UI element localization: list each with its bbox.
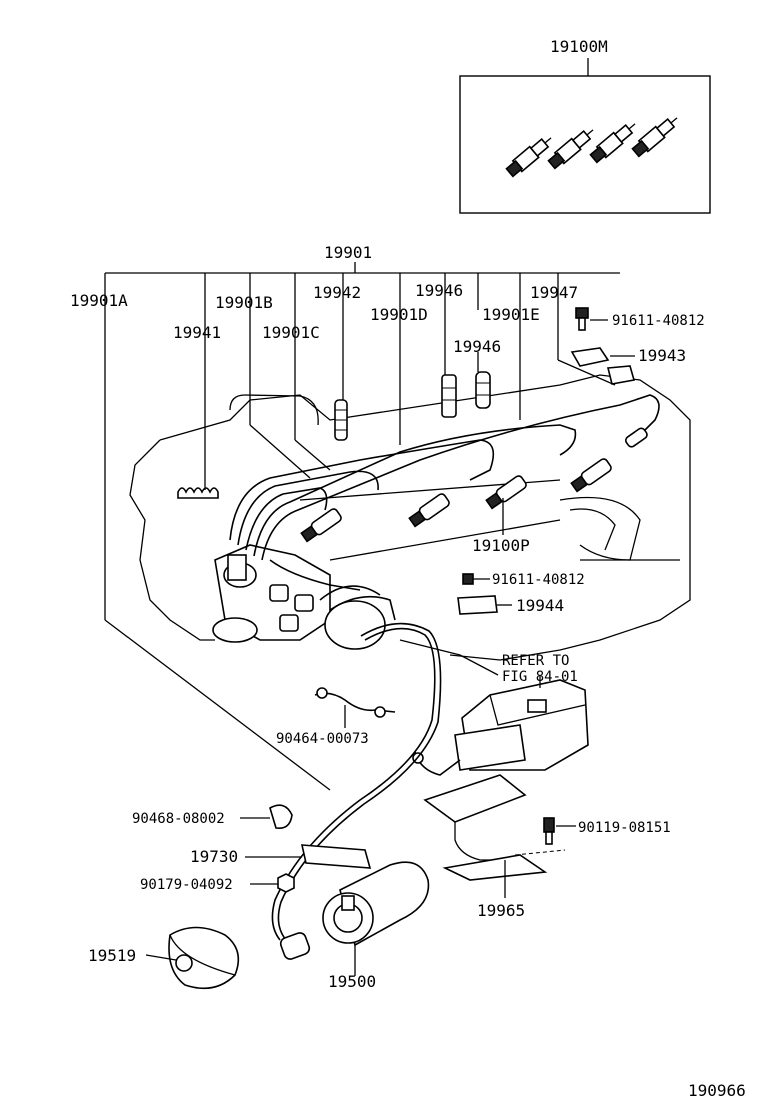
clamp-19946-a-part xyxy=(441,374,457,418)
plug-boot-5 xyxy=(624,427,648,448)
label-figure-number: 190966 xyxy=(688,1081,746,1100)
kit-spark-plug-1 xyxy=(505,137,552,178)
ignition-coil xyxy=(322,861,430,970)
label-wire-b: 19901B xyxy=(215,293,273,312)
clamp-19941-part xyxy=(177,487,219,499)
clamp-19942-part xyxy=(334,399,348,441)
label-plug: 19100P xyxy=(472,536,530,555)
label-wire-set: 19901 xyxy=(324,243,372,262)
callout-lines-bottom xyxy=(354,860,506,976)
refer-leader xyxy=(399,639,499,676)
callout-lines-top xyxy=(104,262,635,791)
label-clamp-19942: 19942 xyxy=(313,283,361,302)
label-bracket-19730: 19730 xyxy=(190,847,238,866)
label-bolt-upper: 91611-40812 xyxy=(612,313,705,329)
label-wire-90464: 90464-00073 xyxy=(276,731,369,747)
label-refer-line2: FIG 84-01 xyxy=(502,669,578,685)
label-wire-d: 19901D xyxy=(370,305,428,324)
nut-90179-part xyxy=(250,873,295,893)
spark-plug-kit-box: 19100M xyxy=(459,37,711,214)
plug-boot-3 xyxy=(485,475,527,510)
kit-spark-plug-2 xyxy=(547,129,594,170)
label-wire-c: 19901C xyxy=(262,323,320,342)
plug-boot-1 xyxy=(300,508,342,543)
igniter-bracket xyxy=(423,774,566,881)
coil-high-tension-wire xyxy=(271,622,442,960)
label-bolt-90119: 90119-08151 xyxy=(578,820,671,836)
label-nut-90179: 90179-04092 xyxy=(140,877,233,893)
label-clamp-19947: 19947 xyxy=(530,283,578,302)
labels: 19901 19901A 19901B 19942 19946 19947 19… xyxy=(70,243,746,1100)
kit-spark-plug-3 xyxy=(589,123,636,164)
label-coil-19500: 19500 xyxy=(328,972,376,991)
label-refer-line1: REFER TO xyxy=(502,653,569,669)
clip-90468-part xyxy=(240,804,293,830)
ignition-wire-bundle xyxy=(229,394,660,621)
label-bolt-lower: 91611-40812 xyxy=(492,572,585,588)
wire-90464-part xyxy=(314,687,396,728)
label-bracket-19943: 19943 xyxy=(638,346,686,365)
distributor xyxy=(212,544,386,650)
label-clip-90468: 90468-08002 xyxy=(132,811,225,827)
bracket-19944-part xyxy=(457,595,512,615)
label-kit: 19100M xyxy=(550,37,608,56)
plug-boot-4 xyxy=(570,458,612,493)
label-clamp-19941: 19941 xyxy=(173,323,221,342)
label-bracket-19944: 19944 xyxy=(516,596,564,615)
plug-boot-2 xyxy=(408,493,450,528)
coil-cover xyxy=(145,926,240,990)
label-wire-a: 19901A xyxy=(70,291,128,310)
igniter-module xyxy=(454,675,589,771)
label-clamp-19946-upper: 19946 xyxy=(415,281,463,300)
label-cover-19519: 19519 xyxy=(88,946,136,965)
bracket-19943-part xyxy=(570,347,636,385)
bracket-19730-part xyxy=(245,844,372,869)
clamp-19946-b-part xyxy=(475,371,491,409)
label-wire-e: 19901E xyxy=(482,305,540,324)
label-clamp-19946-lower: 19946 xyxy=(453,337,501,356)
label-bracket-19965: 19965 xyxy=(477,901,525,920)
bolt-90119-part xyxy=(543,817,576,845)
bolt-upper-part xyxy=(575,307,589,331)
kit-spark-plug-4 xyxy=(631,117,678,158)
bolt-lower-part xyxy=(462,573,490,585)
